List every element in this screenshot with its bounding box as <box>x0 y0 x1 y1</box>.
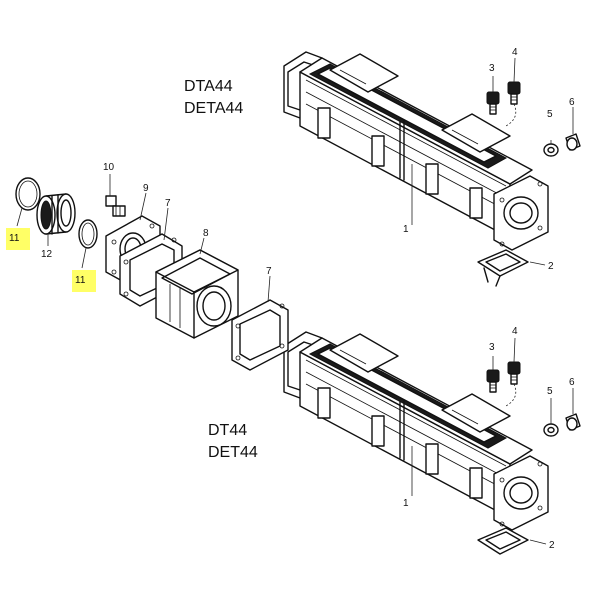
model-label-bottom: DT44 DET44 <box>208 420 258 464</box>
model-det44: DET44 <box>208 444 258 461</box>
gasket-2-bottom <box>477 527 529 555</box>
callout-11-right: 11 <box>75 275 86 286</box>
adapter-8 <box>155 249 239 339</box>
leader-lines <box>16 57 574 545</box>
callout-2-bottom: 2 <box>549 540 555 551</box>
callout-7-right: 7 <box>266 266 272 277</box>
washer-5-bottom <box>543 423 559 437</box>
callout-6-top: 6 <box>569 97 575 108</box>
manifold-bottom <box>283 331 549 531</box>
callout-5-bottom: 5 <box>547 386 553 397</box>
manifold-top <box>283 51 549 251</box>
model-deta44: DETA44 <box>184 100 244 117</box>
gasket-7-right <box>231 299 289 371</box>
callout-11-left-highlight: 11 <box>6 228 30 250</box>
callout-9: 9 <box>143 183 149 194</box>
callout-7-left: 7 <box>165 198 171 209</box>
callout-4-bottom: 4 <box>512 326 518 337</box>
plug-3-bottom <box>486 369 500 393</box>
model-label-top: DTA44 DETA44 <box>184 76 243 120</box>
gasket-2-top <box>477 249 529 287</box>
callout-11-left: 11 <box>9 233 20 244</box>
callout-12: 12 <box>41 249 53 260</box>
callout-3-bottom: 3 <box>489 342 495 353</box>
callout-1-bottom: 1 <box>403 498 409 509</box>
plug-6-bottom <box>565 413 581 431</box>
washer-5-top <box>543 143 559 157</box>
callout-2-top: 2 <box>548 261 554 272</box>
callout-11-right-highlight: 11 <box>72 270 96 292</box>
nipple-4-bottom <box>505 361 521 407</box>
callout-5-top: 5 <box>547 109 553 120</box>
callout-1-top: 1 <box>403 224 409 235</box>
callout-3-top: 3 <box>489 63 495 74</box>
callout-6-bottom: 6 <box>569 377 575 388</box>
callout-4-top: 4 <box>512 47 518 58</box>
sleeve-12 <box>36 193 76 235</box>
fitting-10 <box>105 195 126 217</box>
o-ring-11-right <box>78 219 98 249</box>
nipple-4-top <box>505 81 521 127</box>
plug-6-top <box>565 133 581 151</box>
callout-8: 8 <box>203 228 209 239</box>
model-dta44: DTA44 <box>184 78 233 95</box>
o-ring-11-left <box>15 177 41 211</box>
callout-labels: 3 4 5 6 1 2 3 4 5 6 1 2 10 9 7 8 7 12 <box>41 47 575 551</box>
plug-3-top <box>486 91 500 115</box>
model-dt44: DT44 <box>208 422 248 439</box>
callout-10: 10 <box>103 162 115 173</box>
